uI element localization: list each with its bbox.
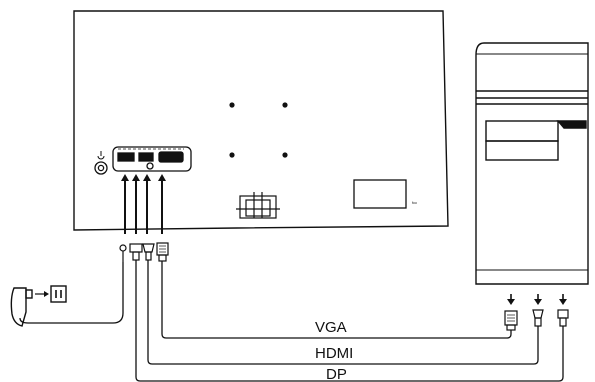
hdmi-connector-icon — [142, 243, 155, 261]
power-plug-connector — [119, 244, 127, 262]
audio-port — [146, 162, 154, 170]
arrow-down-icon — [507, 294, 515, 305]
rating-label-area — [353, 179, 407, 209]
arrow-up-icon — [158, 174, 166, 234]
hdmi-connector-icon — [532, 309, 544, 327]
hdmi-cable — [147, 260, 539, 365]
hdmi-port — [138, 152, 154, 162]
vesa-mount-holes — [229, 102, 288, 158]
arrow-up-icon — [132, 174, 140, 234]
arrow-down-icon — [559, 294, 567, 305]
power-cable — [19, 262, 124, 324]
computer-tower-icon — [475, 42, 589, 285]
power-button-icon — [94, 151, 108, 175]
arrow-down-icon — [534, 294, 542, 305]
vga-connector-icon — [156, 242, 169, 262]
brand-mark: fcc — [412, 200, 417, 205]
cables — [19, 260, 564, 382]
dp-cable — [135, 260, 564, 382]
dp-connector-icon — [557, 309, 569, 327]
arrow-right-icon — [35, 291, 49, 297]
stand-joint — [236, 192, 280, 219]
hdmi-cable-label: HDMI — [315, 345, 353, 362]
power-socket-icon — [50, 285, 67, 303]
vga-connector-icon — [504, 310, 518, 331]
dp-connector-icon — [129, 243, 143, 261]
output-arrows — [507, 294, 567, 305]
input-arrows — [121, 174, 166, 234]
arrow-up-icon — [143, 174, 151, 234]
dp-port — [117, 152, 135, 162]
power-adapter-icon — [10, 287, 33, 327]
port-panel — [112, 146, 192, 172]
vga-port — [158, 151, 184, 163]
vga-cable — [161, 261, 512, 339]
dp-cable-label: DP — [326, 366, 347, 382]
arrow-up-icon — [121, 174, 129, 234]
monitor-rear-panel: fcc — [73, 10, 449, 231]
vga-cable-label: VGA — [315, 319, 347, 336]
